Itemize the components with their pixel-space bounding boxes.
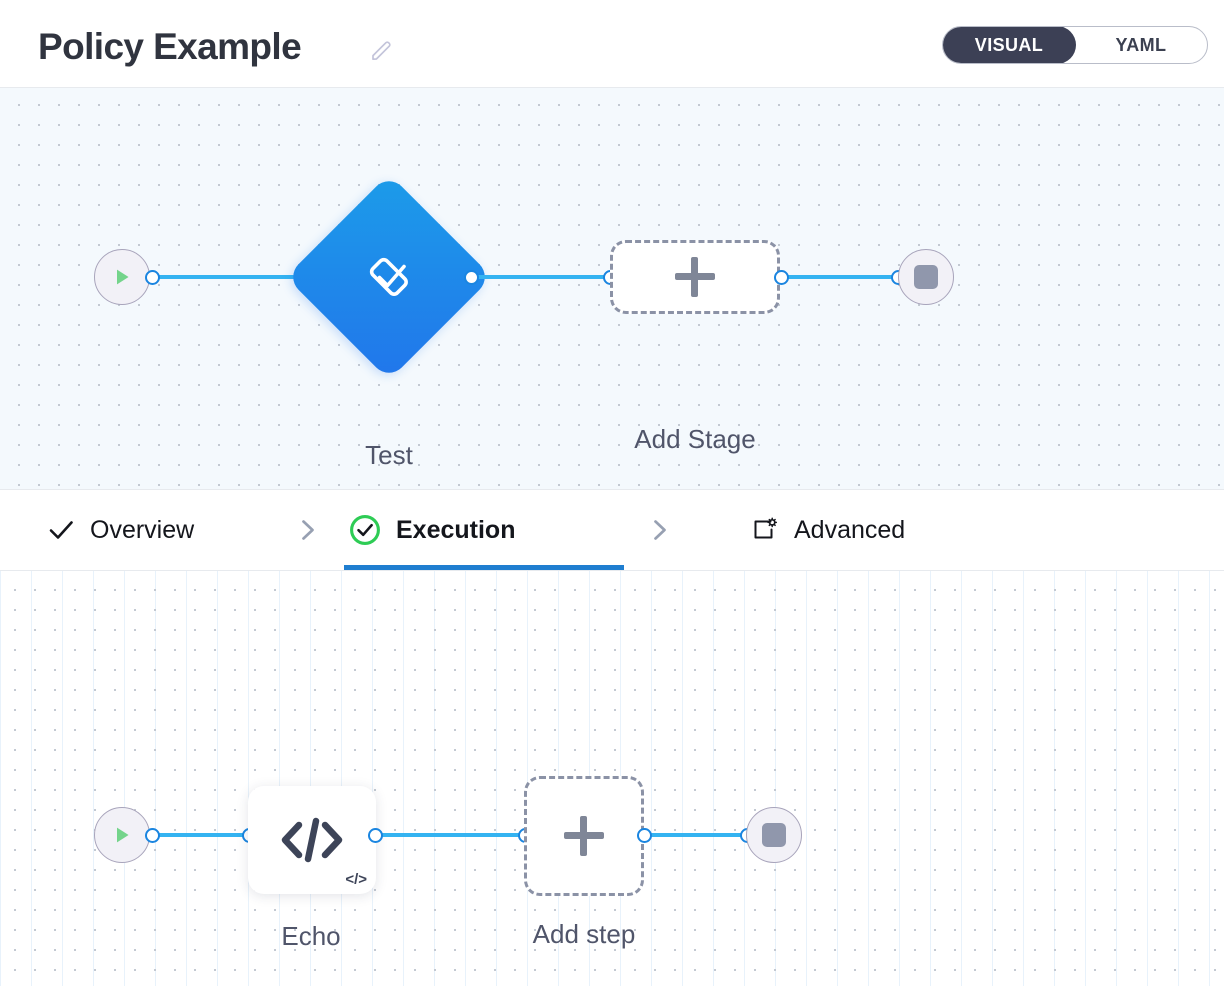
stage-canvas[interactable]: Test Add Stage — [0, 88, 1224, 490]
step-connector-3 — [646, 833, 756, 837]
toggle-yaml[interactable]: YAML — [1115, 34, 1167, 55]
view-mode-toggle[interactable]: VISUAL YAML — [942, 26, 1208, 64]
stage-end-node[interactable] — [898, 249, 954, 305]
stage-node-label: Test — [365, 440, 413, 470]
play-icon — [117, 827, 129, 843]
step-connector-dot-2a[interactable] — [368, 828, 383, 843]
code-badge-icon: </> — [345, 871, 367, 888]
tab-advanced-label: Advanced — [794, 515, 906, 544]
step-connector-dot-1a[interactable] — [145, 828, 160, 843]
plus-icon — [675, 257, 715, 297]
section-tabs: Overview Execution Advanc — [0, 490, 1224, 571]
step-connector-dot-3a[interactable] — [637, 828, 652, 843]
play-icon — [117, 269, 129, 285]
stage-connector-dot-3a[interactable] — [774, 270, 789, 285]
step-start-node[interactable] — [94, 807, 150, 863]
tab-separator-2 — [646, 490, 674, 570]
step-node-echo[interactable]: </> — [248, 786, 376, 894]
stage-connector-2 — [470, 275, 615, 279]
stage-connector-3 — [783, 275, 905, 279]
tab-separator-1 — [294, 490, 322, 570]
stage-node-test[interactable] — [285, 173, 493, 381]
stage-start-node[interactable] — [94, 249, 150, 305]
add-step-button[interactable] — [524, 776, 644, 896]
tabbar-divider — [0, 570, 1224, 571]
plus-icon — [564, 816, 604, 856]
check-icon — [49, 521, 73, 539]
step-connector-2 — [378, 833, 533, 837]
chevron-right-icon — [302, 520, 314, 540]
window-gear-icon — [754, 517, 778, 539]
page-header: Policy Example VISUAL YAML — [0, 0, 1224, 88]
tab-execution[interactable]: Execution — [344, 490, 624, 570]
tab-advanced[interactable]: Advanced — [744, 490, 944, 570]
stage-connector-dot-1a[interactable] — [145, 270, 160, 285]
toggle-visual[interactable]: VISUAL — [943, 27, 1076, 63]
stage-connector-1 — [152, 275, 317, 279]
tab-overview-label: Overview — [90, 515, 195, 544]
stage-connector-dot-2a[interactable] — [464, 270, 479, 285]
stop-icon — [762, 823, 786, 847]
check-circle-icon — [350, 515, 380, 545]
code-icon — [281, 817, 343, 863]
pencil-icon[interactable] — [366, 36, 396, 66]
chevron-right-icon — [654, 520, 666, 540]
tab-overview[interactable]: Overview — [42, 490, 242, 570]
step-node-label: Echo — [281, 921, 341, 951]
step-connector-1 — [152, 833, 257, 837]
page-title: Policy Example — [38, 26, 302, 67]
tab-execution-label: Execution — [396, 515, 516, 544]
add-stage-button[interactable] — [610, 240, 780, 314]
step-end-node[interactable] — [746, 807, 802, 863]
add-step-label: Add step — [532, 919, 636, 949]
add-stage-label: Add Stage — [634, 424, 756, 454]
check-diamond-icon — [369, 257, 408, 296]
stop-icon — [914, 265, 938, 289]
step-canvas[interactable]: </> Echo Add step — [0, 571, 1224, 986]
